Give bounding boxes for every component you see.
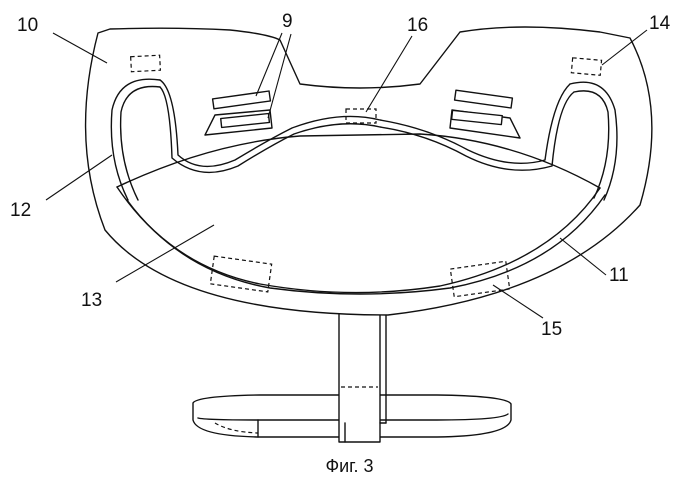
label-13: 13 bbox=[81, 290, 102, 311]
label-16: 16 bbox=[407, 15, 428, 36]
figure-caption: Фиг. 3 bbox=[0, 456, 699, 477]
label-11: 11 bbox=[609, 265, 629, 286]
label-14: 14 bbox=[649, 13, 671, 34]
label-9: 9 bbox=[282, 11, 293, 32]
vertical-strap bbox=[339, 300, 386, 442]
label-10: 10 bbox=[17, 15, 38, 36]
label-12: 12 bbox=[10, 200, 31, 221]
saddle-body bbox=[86, 27, 652, 315]
label-15: 15 bbox=[541, 319, 562, 340]
